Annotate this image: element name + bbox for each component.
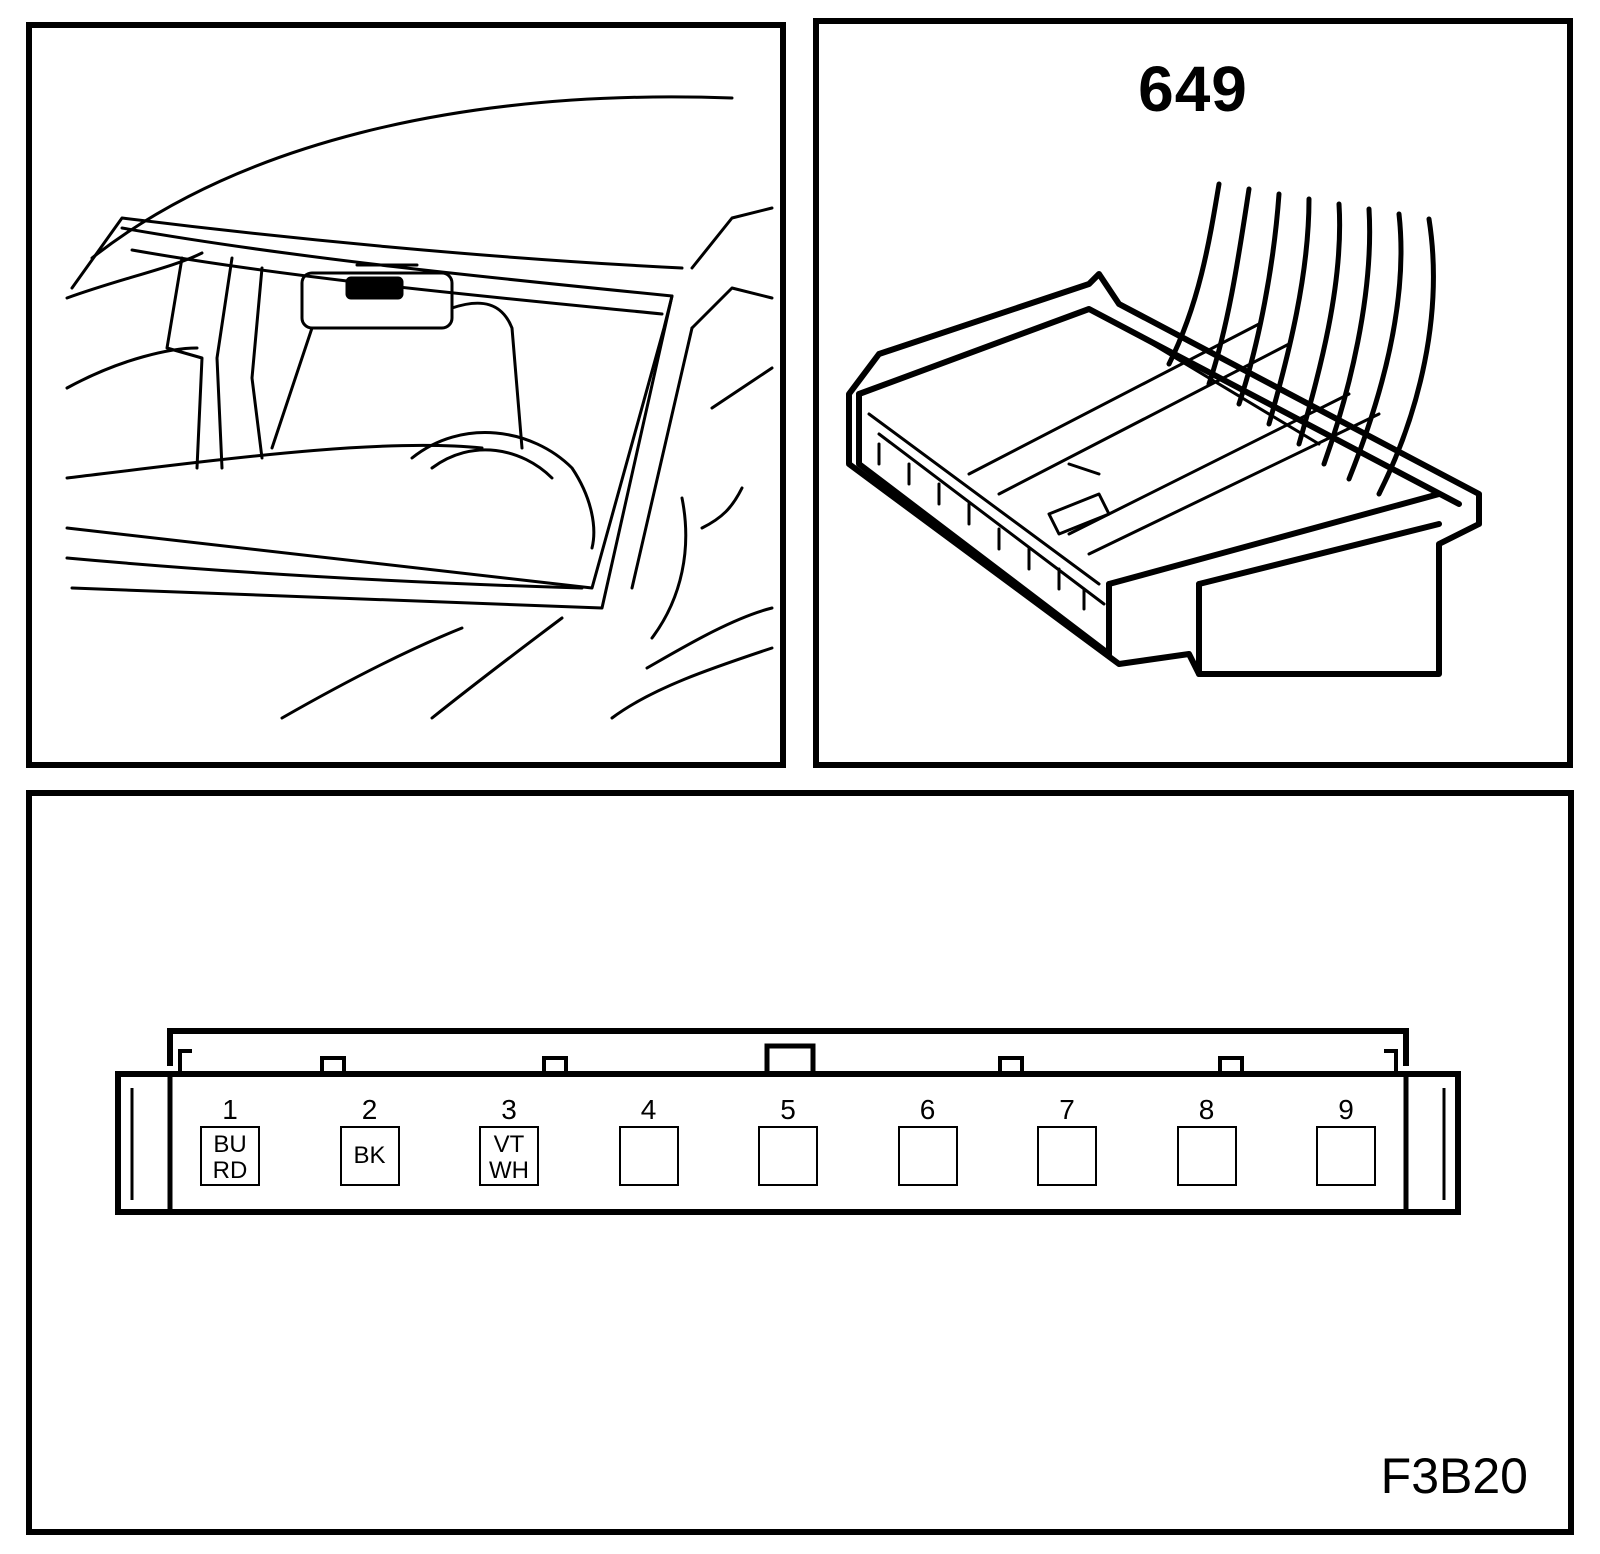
pin-cavity: [618, 1126, 679, 1186]
pin-cavity: [897, 1126, 958, 1186]
pin-number: 3: [501, 1094, 517, 1125]
connector-3d-drawing: [846, 181, 1482, 677]
pin-number: 7: [1059, 1094, 1075, 1125]
pin-number: 4: [640, 1094, 657, 1125]
pin-number: 1: [222, 1094, 238, 1125]
wire-color-label: VT: [493, 1131, 525, 1158]
wire-color-label: BU: [213, 1131, 247, 1158]
pin-cavity: [1176, 1126, 1237, 1186]
wire-color-label: BK: [353, 1142, 386, 1169]
location-illustration-panel: [26, 22, 786, 768]
pin-cavity: BK: [339, 1126, 400, 1186]
pin-4: 4: [617, 1096, 681, 1186]
figure-code: F3B20: [1380, 1448, 1528, 1504]
pin-5: 5: [756, 1096, 820, 1186]
pin-number: 6: [919, 1094, 936, 1125]
pin-cavity: [1037, 1126, 1097, 1186]
wire-color-label: WH: [489, 1157, 529, 1184]
connector-view-panel: 649: [813, 18, 1573, 768]
pin-7: 7: [1035, 1096, 1099, 1186]
pin-6: 6: [896, 1096, 960, 1186]
pin-number: 9: [1338, 1094, 1354, 1125]
connector-face-outline: [115, 1028, 1461, 1215]
windscreen-interior-drawing: [65, 95, 774, 720]
pin-cavity: [758, 1126, 818, 1186]
pin-9: 9: [1314, 1096, 1378, 1186]
connector-details: [867, 322, 1381, 611]
connector-number: 649: [1138, 53, 1248, 125]
connector-housing: [846, 271, 1482, 677]
pin-number: 5: [780, 1094, 796, 1125]
pin-8: 8: [1175, 1096, 1239, 1186]
pin-cavity: [1316, 1126, 1376, 1186]
pin-number: 8: [1198, 1094, 1215, 1125]
wire-color-label: RD: [212, 1157, 248, 1184]
pin-number: 2: [361, 1094, 378, 1125]
